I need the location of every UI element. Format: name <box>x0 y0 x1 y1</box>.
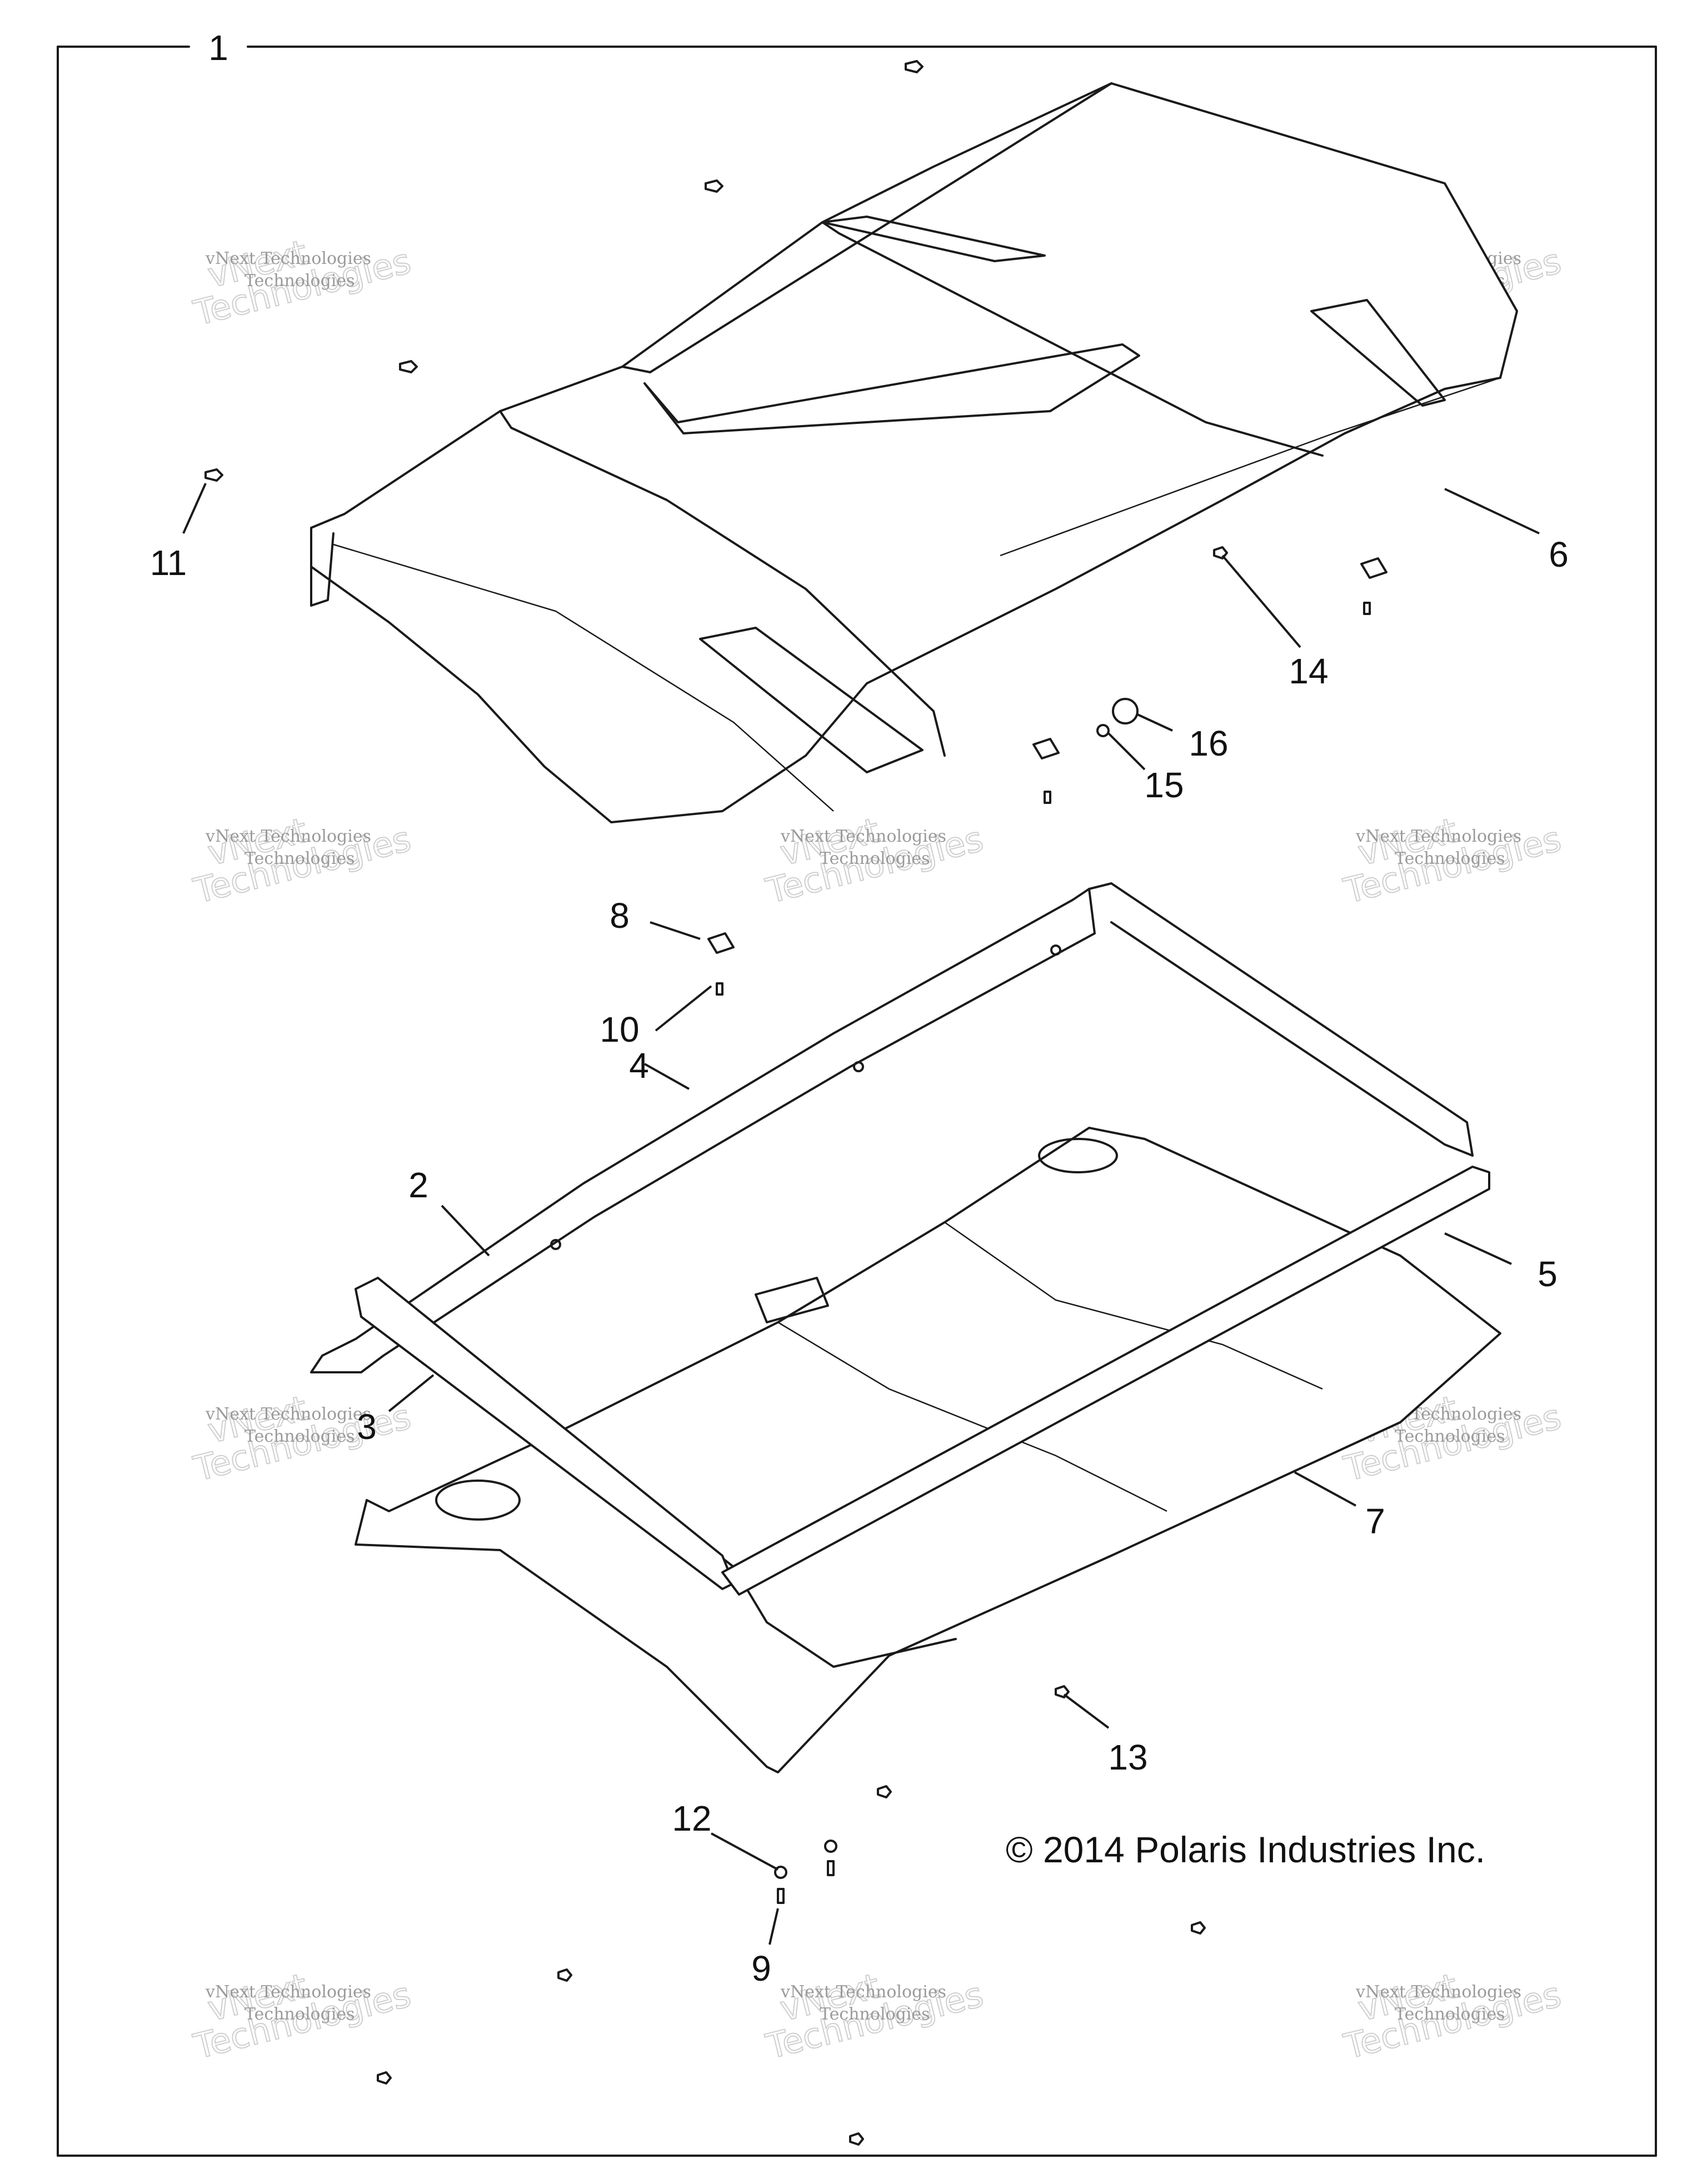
screw-icon <box>204 468 223 482</box>
roof-top <box>310 82 1518 823</box>
watermark-text: Technologies <box>1395 2005 1505 2024</box>
leader-line <box>182 483 207 534</box>
callout-9: 9 <box>751 1948 771 1988</box>
clip-icon <box>707 932 735 954</box>
callout-4: 4 <box>629 1046 649 1086</box>
callout-14: 14 <box>1289 651 1328 691</box>
callout-10: 10 <box>600 1009 639 1049</box>
screw-icon <box>716 982 723 996</box>
watermark-text: Technologies <box>820 2005 930 2024</box>
frame-border <box>57 46 1657 2157</box>
callout-12: 12 <box>672 1798 711 1838</box>
screw-icon <box>399 360 418 373</box>
leader-line <box>1107 732 1146 771</box>
front-rail <box>310 882 1474 1373</box>
watermark-text: vNext Technologies <box>780 827 946 846</box>
leader-line <box>1294 1471 1356 1507</box>
mount-hole <box>550 1239 561 1250</box>
washer-icon <box>1096 724 1110 737</box>
leader-line <box>1221 554 1301 648</box>
callout-8: 8 <box>610 896 630 936</box>
screw-icon <box>905 60 924 73</box>
nut-icon <box>1112 698 1139 724</box>
leader-line <box>1444 488 1540 534</box>
leader-line <box>711 1832 778 1871</box>
callout-7: 7 <box>1365 1501 1385 1541</box>
callout-1: 1 <box>208 28 228 68</box>
screw-icon <box>849 2132 864 2146</box>
callout-3: 3 <box>357 1407 377 1447</box>
leader-line <box>768 1908 779 1945</box>
leader-line <box>650 921 701 940</box>
screw-icon <box>1213 546 1228 559</box>
fastener-group <box>204 60 1387 2146</box>
leader-line <box>644 1063 690 1090</box>
screw-icon <box>827 1860 835 1876</box>
screw-icon <box>1044 791 1051 804</box>
speaker-opening <box>1038 1138 1118 1173</box>
leader-lines <box>182 483 1540 1945</box>
watermark-text: vNext Technologies <box>205 1405 371 1424</box>
watermark-text: vNext Technologies <box>1355 1982 1521 2002</box>
leader-line <box>1444 1232 1512 1265</box>
watermark-text: Technologies <box>244 849 355 868</box>
watermark-text: Technologies <box>244 2005 355 2024</box>
screw-icon <box>377 2071 392 2085</box>
mount-hole <box>1050 944 1061 956</box>
screw-icon <box>777 1888 785 1904</box>
watermark-text: Technologies <box>1395 1427 1505 1446</box>
screw-icon <box>557 1968 572 1982</box>
leader-line <box>441 1205 490 1257</box>
leader-line <box>655 985 712 1032</box>
leader-line <box>1063 1693 1110 1729</box>
leader-line <box>1136 713 1173 732</box>
watermark-text: Technologies <box>244 271 355 291</box>
leader-line <box>388 1374 435 1412</box>
callout-6: 6 <box>1549 534 1569 574</box>
washer-icon <box>824 1840 837 1853</box>
watermark-text: vNext Technologies <box>205 1982 371 2002</box>
watermark: vNext Technologies <box>189 1965 415 2068</box>
screw-icon <box>1191 1921 1206 1935</box>
screw-icon <box>705 179 723 193</box>
watermark-text: Technologies <box>1395 849 1505 868</box>
watermark-text: Technologies <box>820 849 930 868</box>
watermark-text: vNext Technologies <box>1355 827 1521 846</box>
speaker-opening <box>435 1480 521 1521</box>
rear-rail <box>355 1166 1490 1596</box>
clip-icon <box>1360 557 1387 579</box>
callout-16: 16 <box>1189 723 1228 763</box>
watermark-text: vNext Technologies <box>205 827 371 846</box>
callout-labels: 1 11 6 14 16 15 8 10 4 2 5 3 7 13 12 9 <box>150 28 1569 1988</box>
callout-15: 15 <box>1144 765 1184 805</box>
watermark-text: Technologies <box>244 1427 355 1446</box>
screw-icon <box>1363 602 1371 615</box>
callout-5: 5 <box>1538 1254 1558 1294</box>
screw-icon <box>877 1785 892 1798</box>
watermark-text: vNext Technologies <box>780 1982 946 2002</box>
callout-13: 13 <box>1108 1737 1147 1777</box>
copyright-notice: © 2014 Polaris Industries Inc. <box>1006 1829 1485 1870</box>
watermark-text: vNext Technologies <box>205 249 371 268</box>
callout-11: 11 <box>150 543 187 583</box>
clip-icon <box>1032 738 1060 759</box>
callout-2: 2 <box>408 1165 428 1205</box>
mount-hole <box>853 1061 864 1072</box>
